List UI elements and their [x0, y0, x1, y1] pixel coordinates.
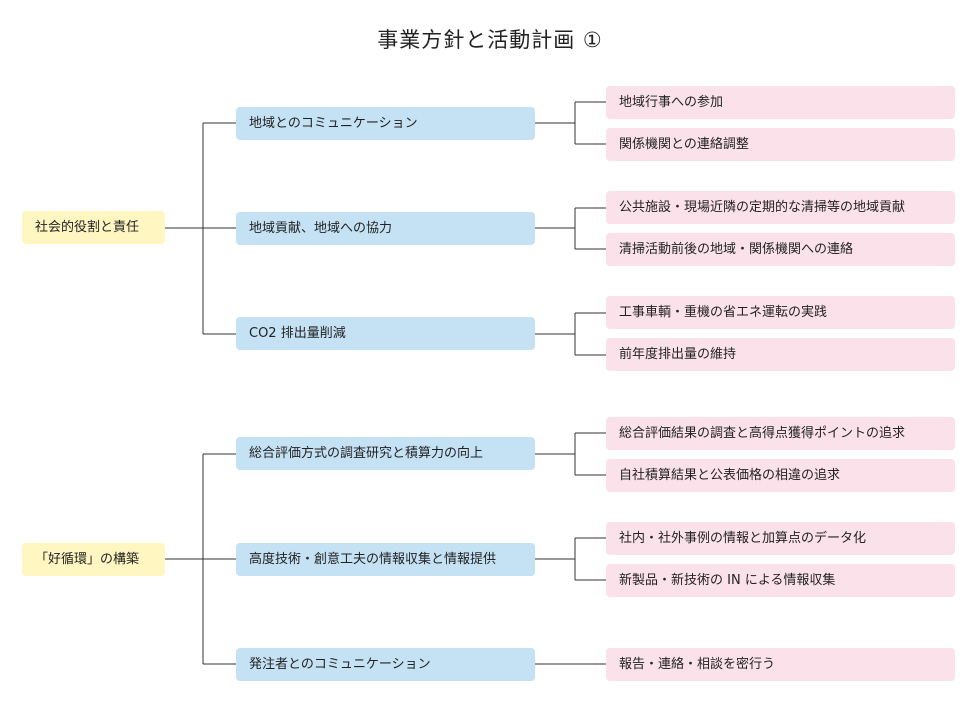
branch-node-community-communication: 地域とのコミュニケーション: [236, 107, 535, 140]
leaf-node: 公共施設・現場近隣の定期的な清掃等の地域貢献: [606, 191, 955, 224]
branch-node-co2-reduction: CO2 排出量削減: [236, 317, 535, 350]
branch-node-technology-information: 高度技術・創意工夫の情報収集と情報提供: [236, 543, 535, 576]
branch-node-community-contribution: 地域貢献、地域への協力: [236, 212, 535, 245]
leaf-node: 自社積算結果と公表価格の相違の追求: [606, 459, 955, 492]
branch-node-evaluation-research: 総合評価方式の調査研究と積算力の向上: [236, 437, 535, 470]
leaf-node: 前年度排出量の維持: [606, 338, 955, 371]
leaf-node: 地域行事への参加: [606, 86, 955, 119]
leaf-node: 社内・社外事例の情報と加算点のデータ化: [606, 522, 955, 555]
leaf-node: 報告・連絡・相談を密行う: [606, 648, 955, 681]
root-node-virtuous-cycle: 「好循環」の構築: [22, 543, 165, 576]
leaf-node: 清掃活動前後の地域・関係機関への連絡: [606, 233, 955, 266]
root-node-social-responsibility: 社会的役割と責任: [22, 211, 165, 244]
leaf-node: 関係機関との連絡調整: [606, 128, 955, 161]
branch-node-client-communication: 発注者とのコミュニケーション: [236, 648, 535, 681]
leaf-node: 総合評価結果の調査と高得点獲得ポイントの追求: [606, 417, 955, 450]
leaf-node: 新製品・新技術の IN による情報収集: [606, 564, 955, 597]
leaf-node: 工事車輌・重機の省エネ運転の実践: [606, 296, 955, 329]
page-title: 事業方針と活動計画 ①: [377, 28, 603, 52]
